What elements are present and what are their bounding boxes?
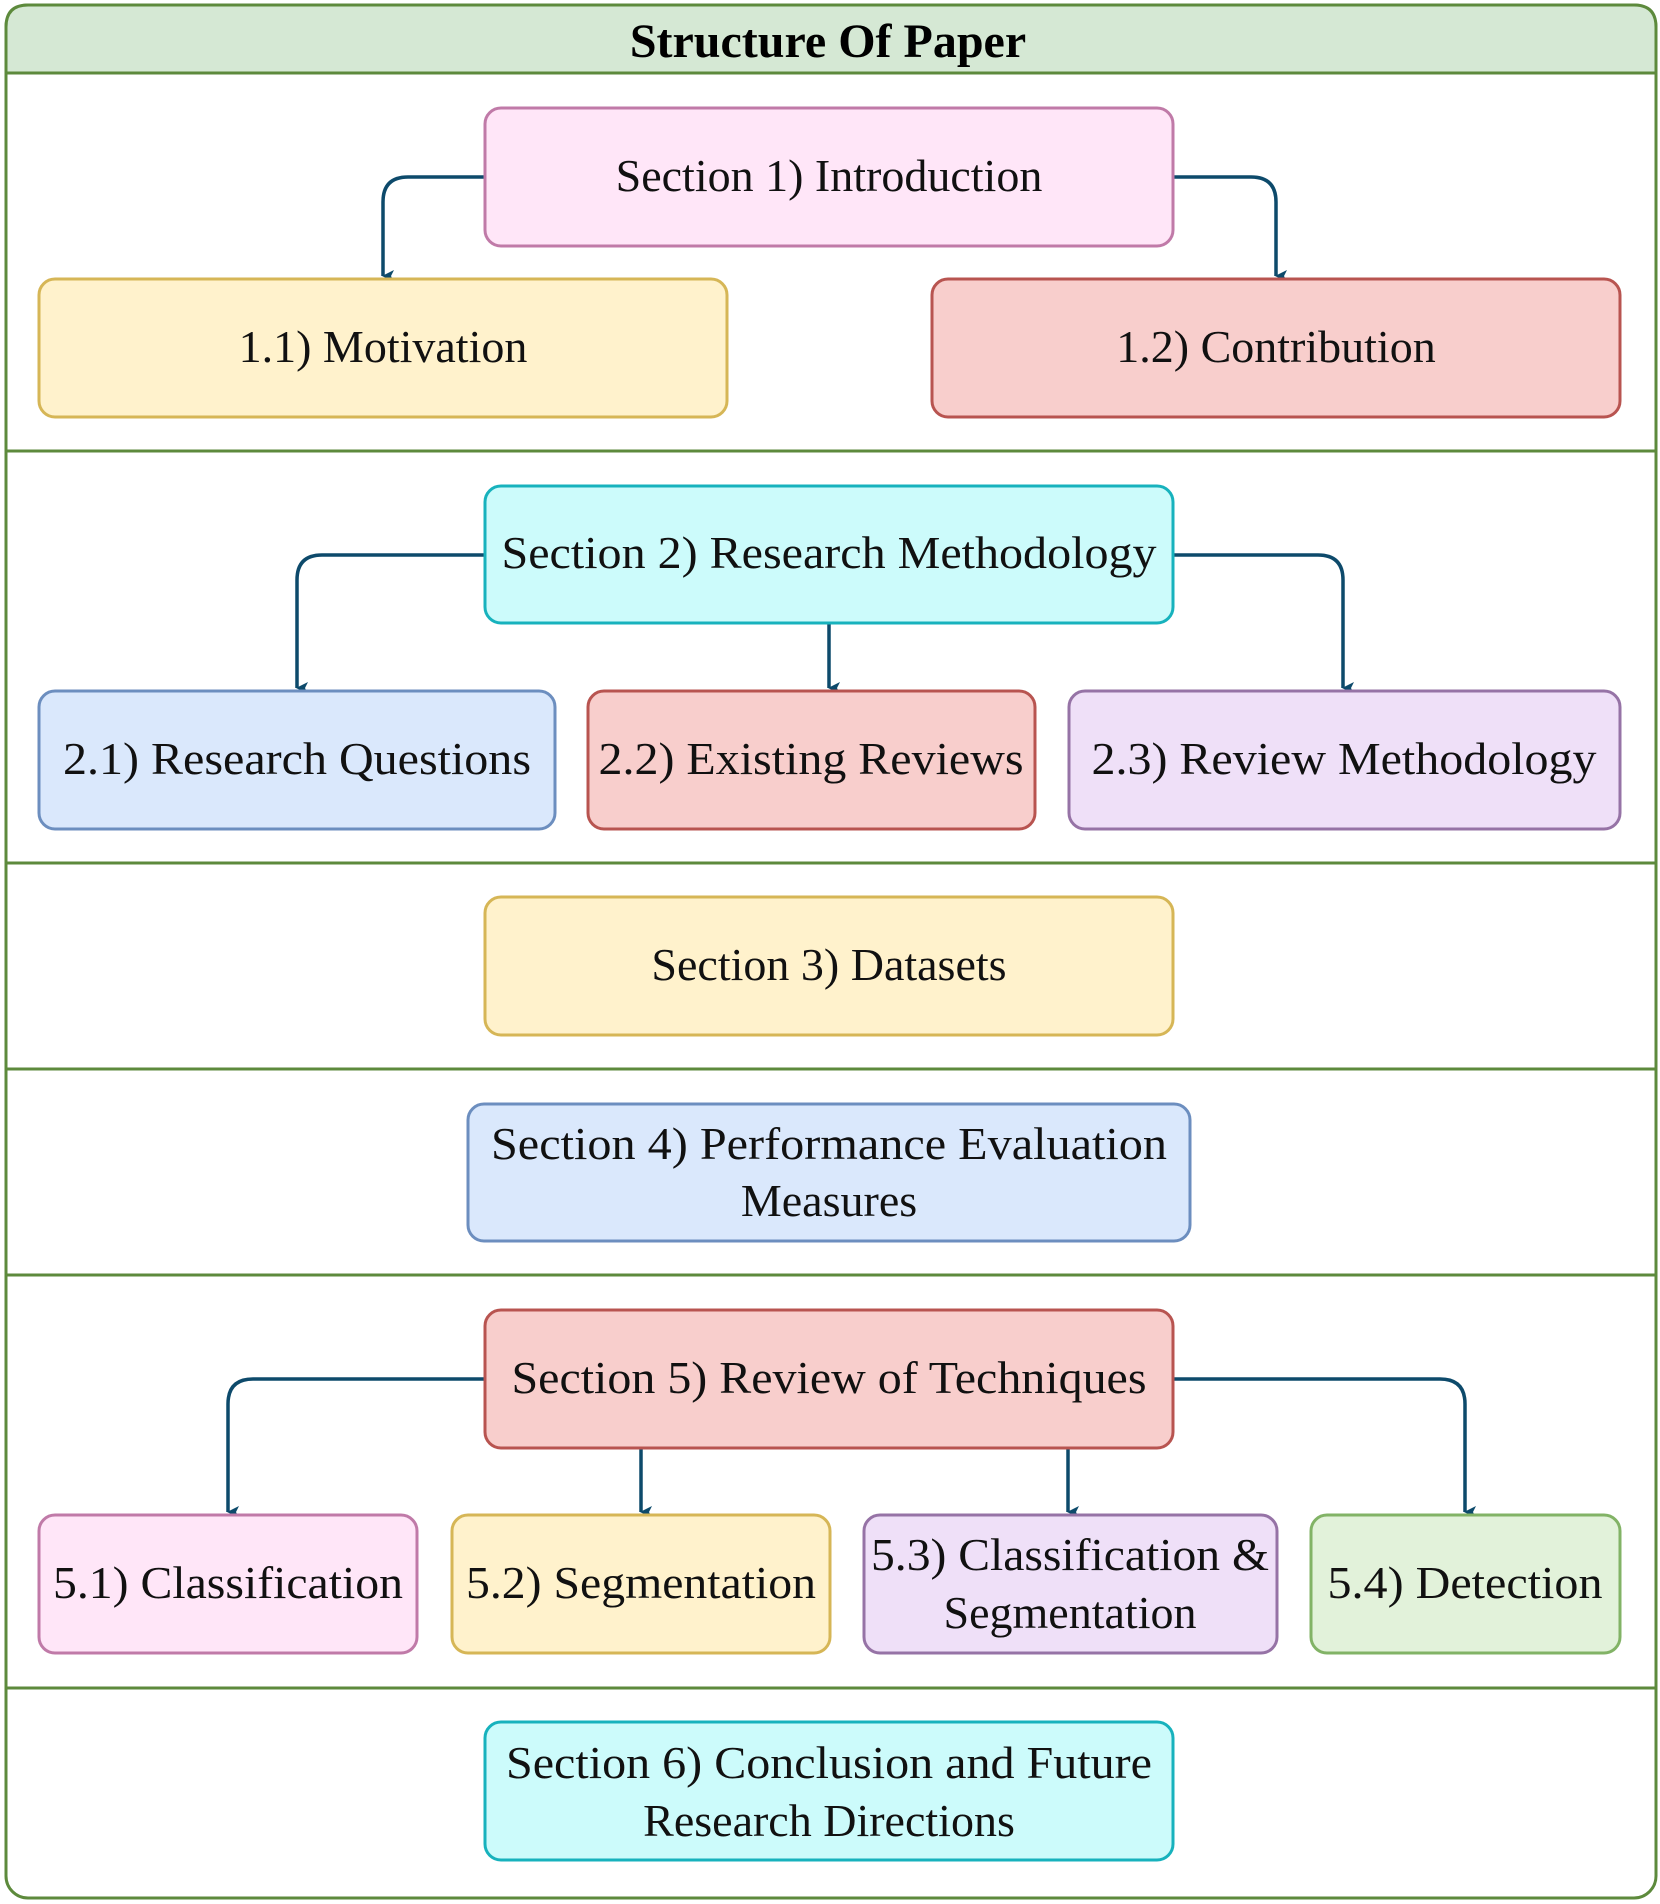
section-1-group: Section 1) Introduction 1.1) Motivation … (37, 106, 1622, 419)
section-6-box (483, 1720, 1175, 1862)
section-3-heading: Section 3) Datasets (651, 939, 1006, 990)
subsection-5-3-label-line-2: Segmentation (944, 1587, 1197, 1638)
section-1-box (483, 106, 1175, 248)
subsection-5-4-box (1309, 1513, 1622, 1655)
arrow-s2-to-2-1 (295, 553, 485, 694)
subsection-1-1-box (37, 277, 729, 419)
arrow-s1-to-1-1 (381, 175, 485, 282)
subsection-2-3-box (1067, 689, 1622, 831)
subsection-1-2-label: 1.2) Contribution (1116, 321, 1435, 372)
arrow-s2-to-2-3 (1173, 553, 1354, 694)
subsection-2-2-box (586, 689, 1037, 831)
arrow-s5-to-5-4 (1173, 1377, 1476, 1518)
section-4-heading-line-2: Measures (741, 1175, 917, 1226)
subsection-5-1-box (37, 1513, 419, 1655)
subsection-2-1-box (37, 689, 557, 831)
subsection-5-3-label-line-1: 5.3) Classification & (871, 1529, 1269, 1580)
section-4-group: Section 4) Performance Evaluation Measur… (466, 1102, 1192, 1243)
subsection-1-1-label: 1.1) Motivation (239, 321, 528, 372)
section-6-group: Section 6) Conclusion and Future Researc… (483, 1720, 1175, 1862)
section-4-box (466, 1102, 1192, 1243)
subsection-1-2-box (930, 277, 1622, 419)
section-3-box (483, 895, 1175, 1037)
section-5-heading: Section 5) Review of Techniques (512, 1352, 1147, 1403)
subsection-2-1-label: 2.1) Research Questions (63, 733, 531, 784)
section-5-box (483, 1308, 1175, 1450)
row-dividers (6, 449, 1656, 1690)
section-3-group: Section 3) Datasets (483, 895, 1175, 1037)
section-2-heading: Section 2) Research Methodology (502, 527, 1157, 578)
subsection-5-2-label: 5.2) Segmentation (466, 1557, 816, 1608)
section-2-box (483, 484, 1175, 625)
section-6-heading-line-1: Section 6) Conclusion and Future (506, 1737, 1152, 1788)
subsection-2-2-label: 2.2) Existing Reviews (599, 733, 1024, 784)
arrow-s1-to-1-2 (1173, 175, 1287, 282)
subsection-5-2-box (450, 1513, 832, 1655)
section-6-heading-line-2: Research Directions (643, 1795, 1015, 1846)
subsection-5-3-box (862, 1513, 1279, 1655)
section-2-group: Section 2) Research Methodology 2.1) Res… (37, 484, 1622, 831)
title-band (4, 3, 1658, 75)
section-5-group: Section 5) Review of Techniques 5.1) Cla… (37, 1308, 1622, 1655)
connectors (226, 175, 1476, 1518)
subsection-5-4-label: 5.4) Detection (1328, 1557, 1603, 1608)
diagram-title: Structure Of Paper (630, 15, 1026, 68)
subsection-5-1-label: 5.1) Classification (53, 1557, 403, 1608)
section-1-heading: Section 1) Introduction (616, 150, 1043, 201)
arrow-s5-to-5-1 (226, 1377, 485, 1518)
subsection-2-3-label: 2.3) Review Methodology (1092, 733, 1597, 784)
section-4-heading-line-1: Section 4) Performance Evaluation (491, 1118, 1167, 1169)
